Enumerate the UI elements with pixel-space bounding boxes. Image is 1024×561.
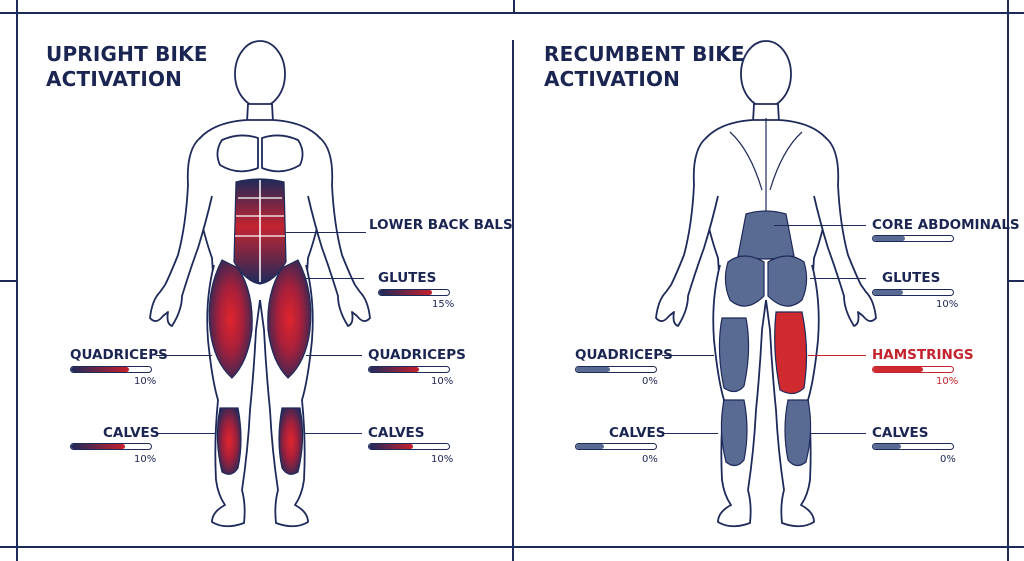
recumbent-quad-label: QUADRICEPS: [575, 347, 673, 363]
upright-glutes-bar: [378, 289, 450, 296]
recumbent-right-hamstring: [774, 311, 808, 395]
recumbent-glutes-leader: [810, 278, 866, 280]
upright-calves-left-label: CALVES: [103, 425, 160, 441]
recumbent-core-label: CORE ABDOMINALS: [872, 217, 1020, 233]
upright-left-quad: [208, 259, 253, 379]
recumbent-left-glute: [724, 255, 765, 307]
recumbent-core-bar-fill: [873, 236, 905, 241]
recumbent-calves-left-bar: [575, 443, 657, 450]
frame-right-line: [1007, 0, 1009, 561]
recumbent-calves-right-bar: [872, 443, 954, 450]
recumbent-muscles: [718, 210, 812, 467]
upright-title-line1: UPRIGHT BIKE: [46, 42, 208, 66]
upright-glutes-leader: [304, 278, 364, 280]
recumbent-hamstrings-leader: [808, 355, 866, 357]
left-edge-tick: [0, 280, 16, 282]
upright-lower-back-label: LOWER BACK BALS: [369, 217, 513, 233]
upright-glutes-pct: 15%: [432, 299, 455, 310]
recumbent-glutes-bar: [872, 289, 954, 296]
recumbent-glutes-bar-fill: [873, 290, 904, 295]
recumbent-glutes-pct: 10%: [936, 299, 959, 310]
recumbent-body-figure: [655, 40, 877, 528]
recumbent-title: RECUMBENT BIKE ACTIVATION: [544, 42, 745, 92]
divider-top-tick: [513, 0, 515, 12]
recumbent-glutes-label: GLUTES: [882, 270, 941, 286]
recumbent-left-arm: [655, 137, 719, 327]
recumbent-quad-bar-fill: [576, 367, 610, 372]
recumbent-core-bar: [872, 235, 954, 242]
upright-quad-left-leader: [156, 355, 212, 357]
upright-quad-right-bar: [368, 366, 450, 373]
upright-right-arm: [307, 137, 371, 327]
recumbent-hamstrings-bar-fill: [873, 367, 923, 372]
upright-right-quad: [267, 259, 312, 379]
upright-glutes-bar-fill: [379, 290, 432, 295]
frame-top-line: [0, 12, 1024, 14]
frame-left-line: [16, 0, 18, 561]
upright-quad-left-pct: 10%: [134, 376, 157, 387]
upright-calves-right-bar: [368, 443, 450, 450]
upright-right-calf: [278, 407, 304, 475]
recumbent-calves-right-bar-fill: [873, 444, 901, 449]
recumbent-quad-leader: [662, 355, 714, 357]
recumbent-left-hamstring: [718, 317, 750, 393]
recumbent-title-line1: RECUMBENT BIKE: [544, 42, 745, 66]
recumbent-calves-left-pct: 0%: [642, 454, 658, 465]
recumbent-hamstrings-label: HAMSTRINGS: [872, 347, 974, 363]
recumbent-right-calf: [784, 399, 812, 467]
recumbent-calves-right-leader: [810, 433, 866, 435]
upright-calves-left-pct: 10%: [134, 454, 157, 465]
upright-lower-back-leader: [286, 232, 366, 234]
recumbent-hamstrings-bar: [872, 366, 954, 373]
recumbent-right-arm: [813, 137, 877, 327]
upright-quad-left-bar: [70, 366, 152, 373]
recumbent-title-line2: ACTIVATION: [544, 67, 681, 91]
upright-left-arm: [149, 137, 213, 327]
recumbent-core-leader: [774, 225, 866, 227]
recumbent-hamstrings-pct: 10%: [936, 376, 959, 387]
upright-title-line2: ACTIVATION: [46, 67, 183, 91]
upright-quad-right-label: QUADRICEPS: [368, 347, 466, 363]
recumbent-calves-left-leader: [662, 433, 718, 435]
upright-calves-left-bar-fill: [71, 444, 126, 449]
right-edge-tick: [1009, 280, 1024, 282]
upright-quad-left-bar-fill: [71, 367, 129, 372]
upright-glutes-label: GLUTES: [378, 270, 437, 286]
recumbent-lower-back: [737, 210, 795, 260]
upright-left-calf: [216, 407, 242, 475]
recumbent-calves-left-bar-fill: [576, 444, 604, 449]
upright-quad-left-label: QUADRICEPS: [70, 347, 168, 363]
upright-calves-right-leader: [304, 433, 362, 435]
recumbent-quad-pct: 0%: [642, 376, 658, 387]
upright-calves-right-bar-fill: [369, 444, 413, 449]
upright-quad-right-bar-fill: [369, 367, 419, 372]
recumbent-right-glute: [767, 255, 808, 307]
recumbent-calves-right-label: CALVES: [872, 425, 929, 441]
upright-quad-right-leader: [306, 355, 362, 357]
upright-calves-left-bar: [70, 443, 152, 450]
upright-quad-right-pct: 10%: [431, 376, 454, 387]
recumbent-quad-bar: [575, 366, 657, 373]
upright-left-pec: [216, 134, 259, 173]
recumbent-calves-right-pct: 0%: [940, 454, 956, 465]
recumbent-head: [740, 40, 792, 108]
panel-divider: [512, 40, 514, 561]
upright-calves-left-leader: [158, 433, 216, 435]
upright-title: UPRIGHT BIKE ACTIVATION: [46, 42, 208, 92]
recumbent-calves-left-label: CALVES: [609, 425, 666, 441]
recumbent-left-calf: [720, 399, 748, 467]
upright-calves-right-pct: 10%: [431, 454, 454, 465]
upright-muscles: [208, 178, 312, 475]
upright-head: [234, 40, 286, 108]
upright-right-pec: [261, 134, 304, 173]
upright-calves-right-label: CALVES: [368, 425, 425, 441]
